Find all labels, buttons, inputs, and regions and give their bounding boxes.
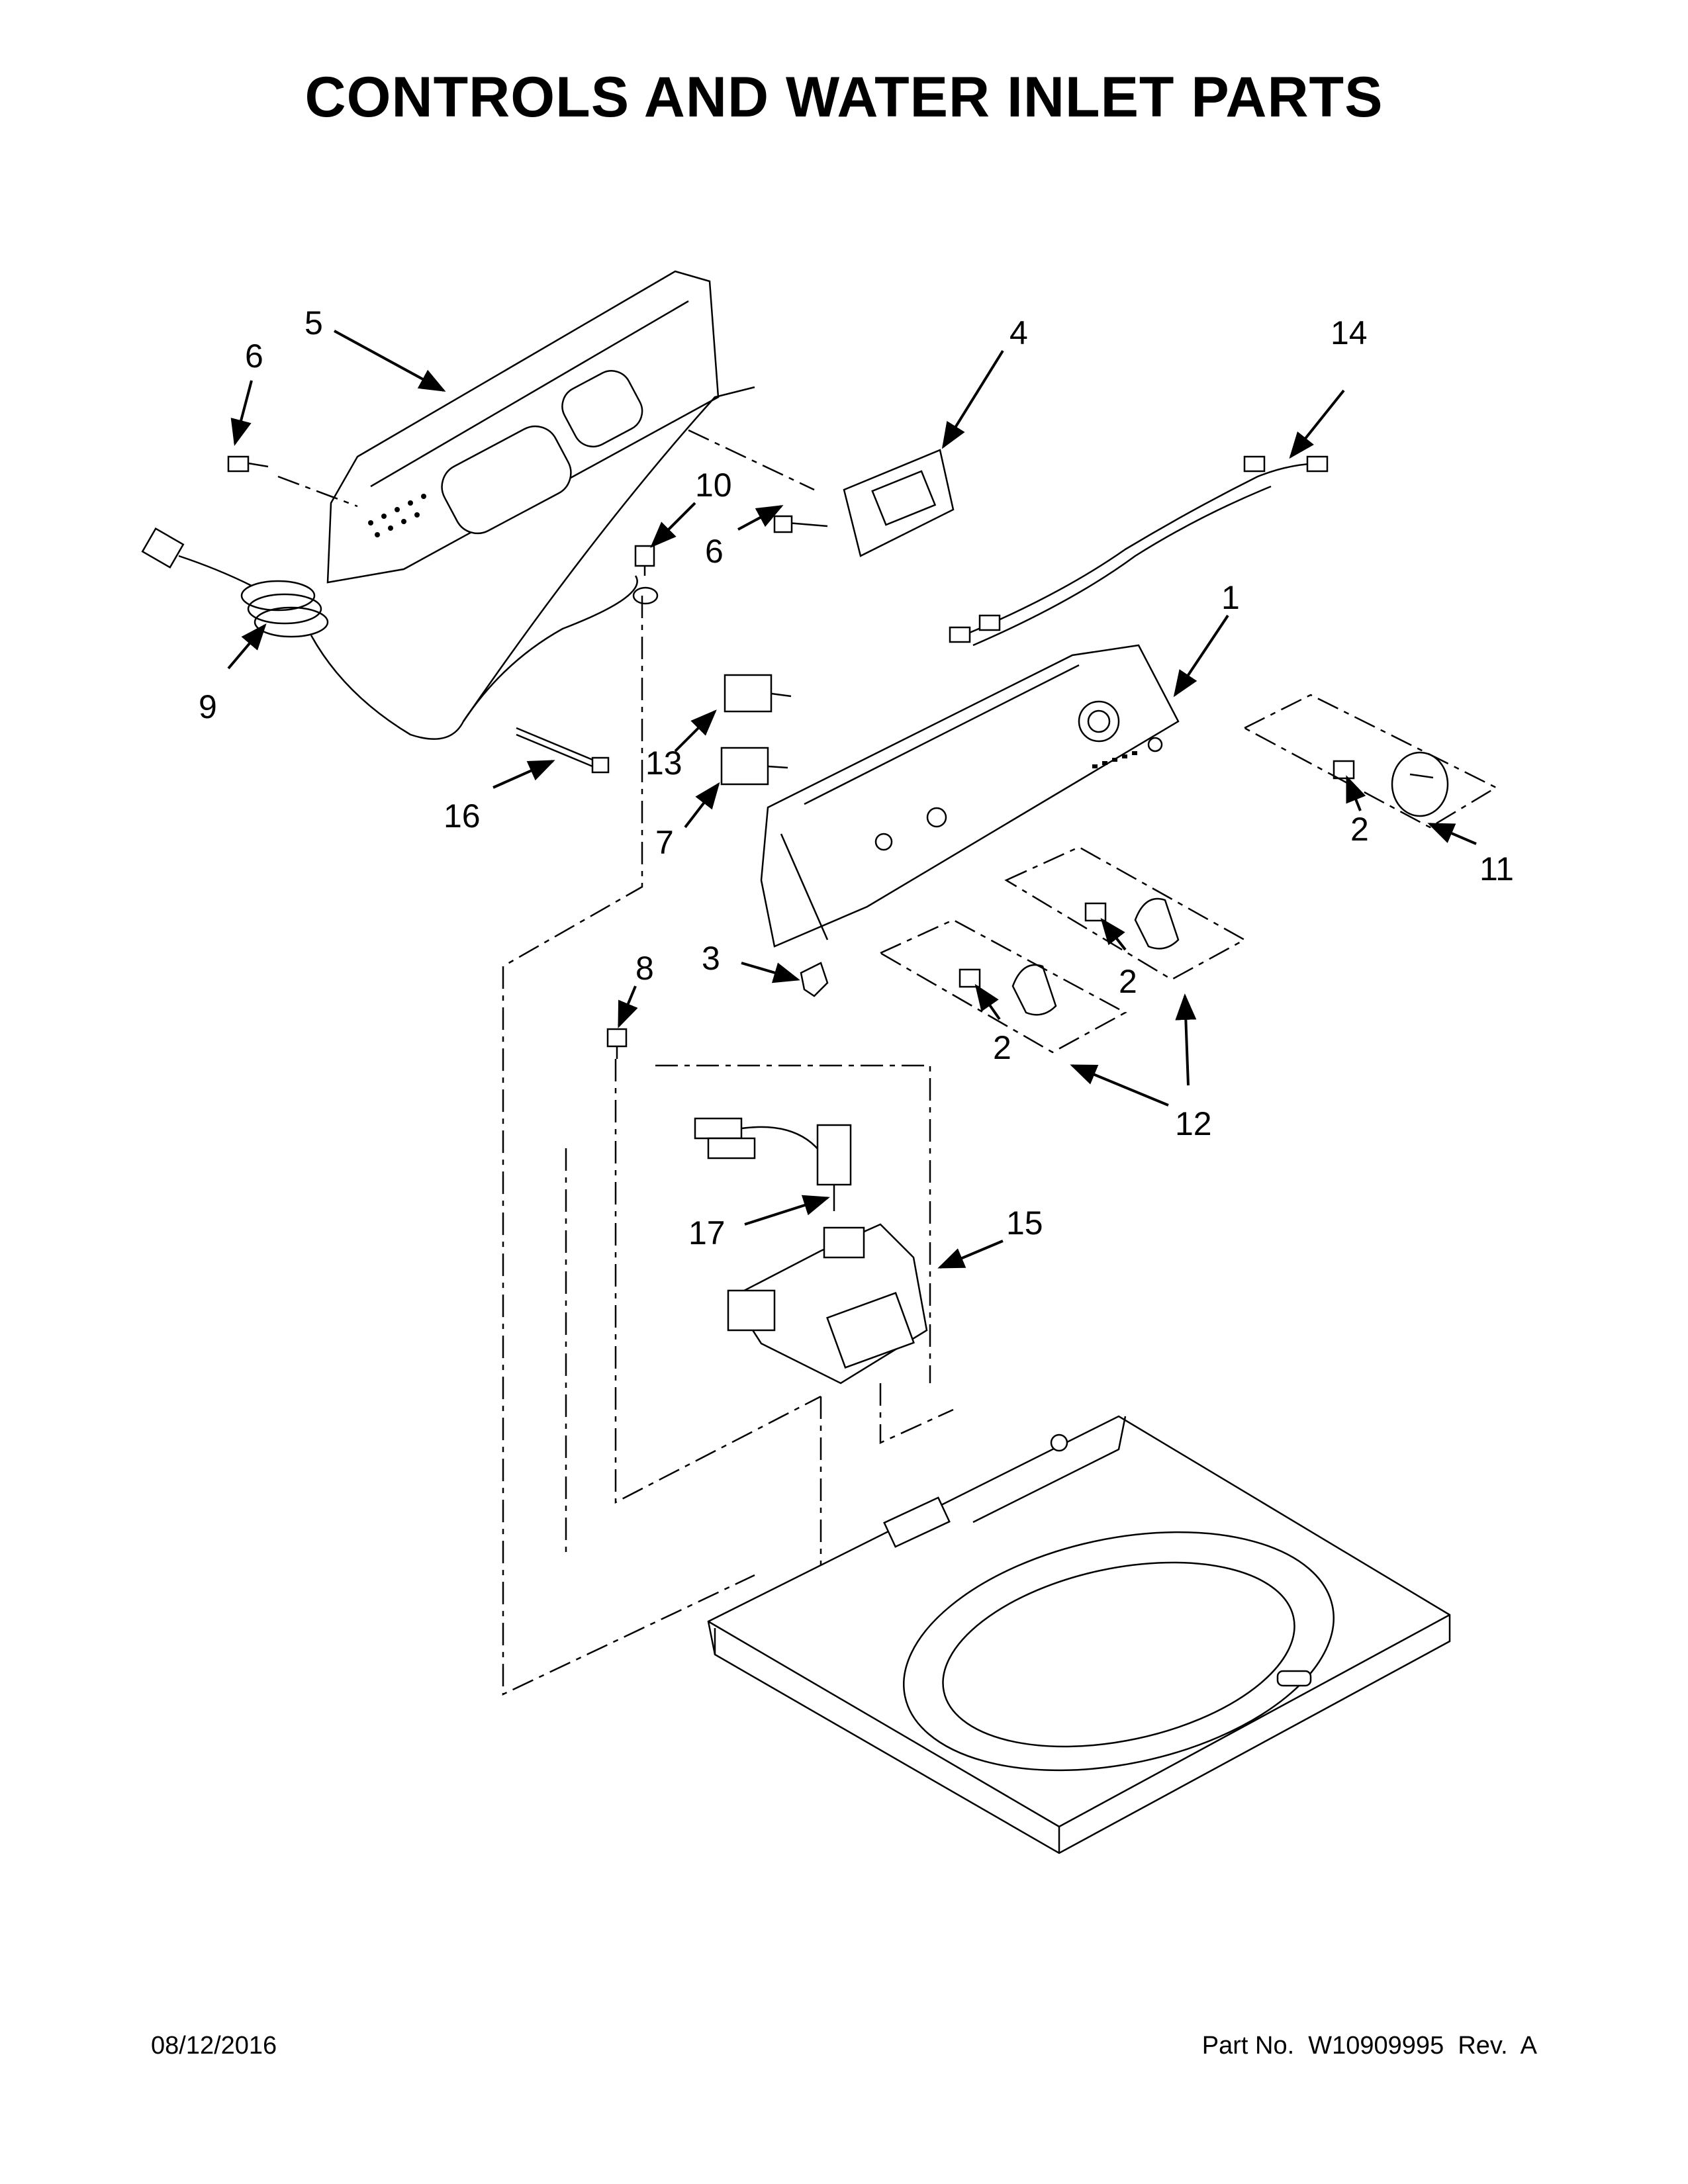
valve-guide-boxes: [565, 1064, 931, 1559]
callout-3: 3: [702, 940, 720, 977]
callout-7: 7: [655, 824, 674, 861]
callout-12: 12: [1175, 1105, 1212, 1142]
callout-17: 17: [688, 1214, 726, 1251]
callout-2-right: 2: [1350, 811, 1369, 848]
callout-2-mid: 2: [1119, 963, 1137, 1000]
part-knob-mid: [1084, 897, 1180, 950]
callout-8: 8: [635, 950, 654, 987]
part-screw-8: [606, 1028, 628, 1059]
callout-14: 14: [1331, 314, 1368, 351]
callout-2-left: 2: [993, 1029, 1011, 1066]
part-valve-harness: [694, 1117, 852, 1211]
part-clip: [800, 962, 829, 997]
footer-date: 08/12/2016: [151, 2032, 277, 2060]
callout-arrows: [227, 330, 1477, 1269]
callout-labels: 5 6 4 14 10 6 1 9 13 16 7 2 11 3 8 2 2 1…: [199, 304, 1514, 1251]
callout-6: 6: [245, 338, 263, 375]
part-control-board: [773, 449, 955, 557]
callout-15: 15: [1006, 1205, 1043, 1242]
callout-16: 16: [444, 797, 481, 835]
callout-5: 5: [305, 304, 323, 341]
part-wire-harness: [949, 455, 1329, 647]
callout-13: 13: [645, 745, 682, 782]
part-knob-left: [959, 964, 1057, 1016]
part-cable-tie: [516, 727, 610, 774]
page-title: CONTROLS AND WATER INLET PARTS: [305, 66, 1383, 129]
part-power-cord: [141, 386, 755, 740]
footer-part-number: Part No. W10909995 Rev. A: [1201, 2032, 1537, 2060]
part-water-valve: [727, 1223, 928, 1385]
callout-6-second: 6: [705, 533, 724, 570]
callout-9: 9: [199, 688, 217, 725]
callout-1: 1: [1221, 579, 1240, 616]
part-ground-screw: [634, 545, 655, 576]
part-screw-left: [227, 455, 269, 473]
part-rear-panel: [326, 270, 720, 584]
part-switches: [720, 674, 792, 786]
knob-guide-boxes: [878, 694, 1498, 1054]
callout-4: 4: [1009, 314, 1028, 351]
leader-lines: [277, 429, 954, 1696]
part-washer-top: [707, 1415, 1451, 1854]
part-console: [760, 644, 1180, 948]
callout-11: 11: [1479, 850, 1514, 887]
callout-10: 10: [695, 467, 732, 504]
